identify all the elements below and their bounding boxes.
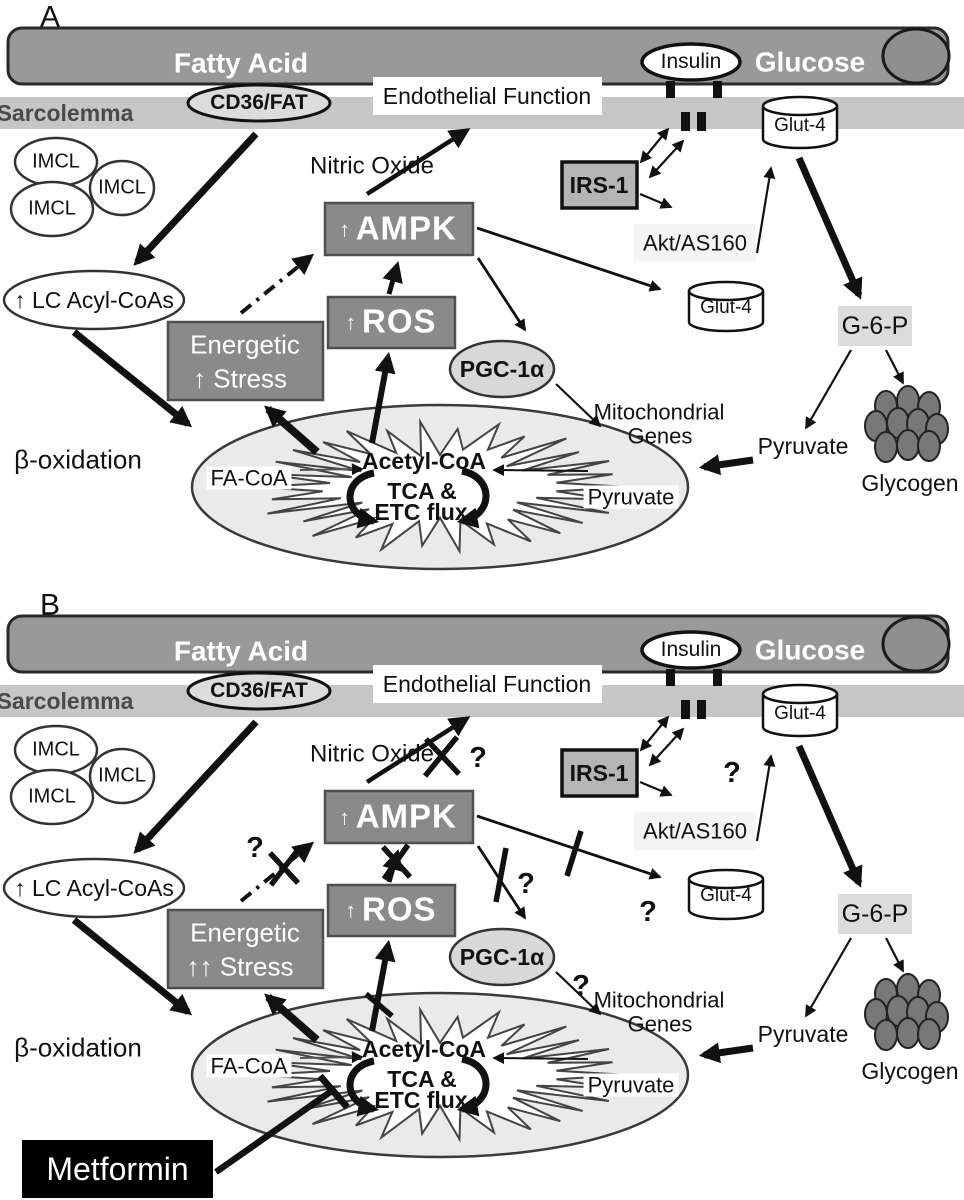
panel-a-shapes: [0, 28, 964, 569]
metformin-connector: [214, 1087, 335, 1175]
panel-b-shapes: [0, 616, 964, 1157]
metformin-inhibition-bar: [317, 1073, 350, 1110]
panel-b-block-marks: [214, 735, 584, 1175]
